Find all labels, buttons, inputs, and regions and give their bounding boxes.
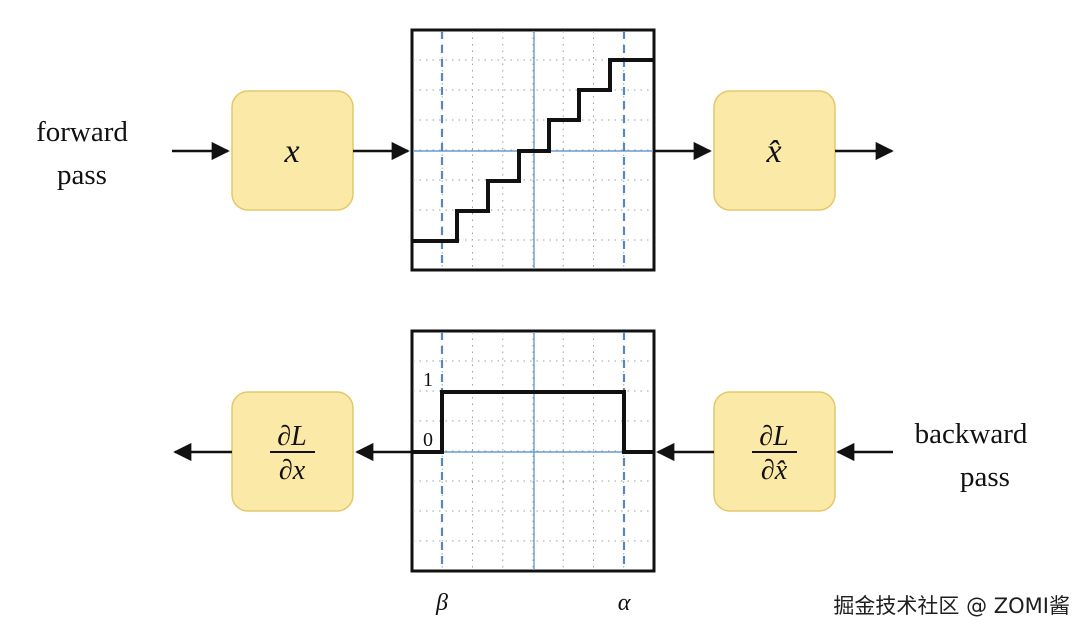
alpha-label: α: [618, 590, 631, 616]
watermark-text: 掘金技术社区 @ ZOMI酱: [833, 594, 1070, 618]
backward-pass-label-line1: backward: [915, 418, 1028, 450]
grad-xhat-denominator: ∂x̂: [761, 455, 788, 486]
beta-label: β: [435, 590, 448, 616]
gradient-tick-one: 1: [423, 369, 433, 391]
quantizer-staircase-plot: [410, 28, 656, 272]
staircase-curve: [413, 58, 653, 243]
forward-pass-label-line1: forward: [36, 116, 128, 148]
output-xhat-symbol: x̂: [765, 133, 781, 170]
grad-xhat-numerator: ∂L: [759, 421, 788, 452]
input-x-symbol: x: [283, 133, 299, 170]
forward-pass-label-line2: pass: [57, 159, 107, 191]
grad-x-numerator: ∂L: [277, 421, 306, 452]
gradient-ste-plot: 1 0: [410, 329, 656, 573]
backward-pass-label-line2: pass: [960, 461, 1010, 493]
gradient-tick-zero: 0: [423, 429, 433, 451]
grad-x-denominator: ∂x: [279, 455, 306, 486]
gradient-rect-curve: [413, 390, 653, 454]
